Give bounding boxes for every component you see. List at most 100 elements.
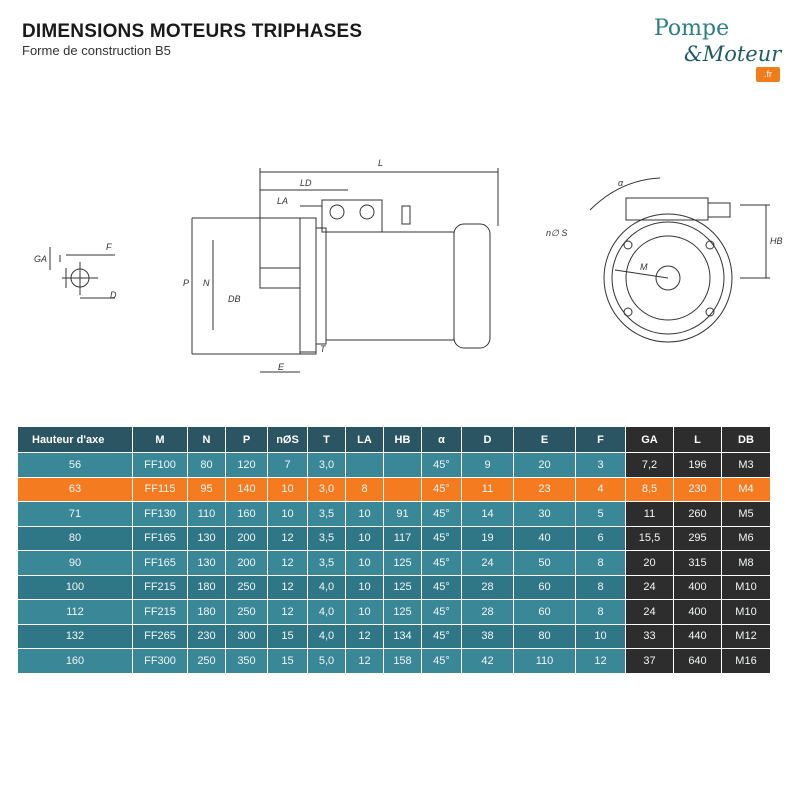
table-cell: 160 (17, 648, 133, 674)
table-cell: 50 (513, 550, 576, 576)
table-cell: 45° (421, 574, 462, 600)
table-cell: 45° (421, 648, 462, 674)
table-cell: 45° (421, 501, 462, 527)
label-E: E (278, 362, 285, 372)
table-cell: 56 (17, 452, 133, 478)
table-cell: 100 (17, 574, 133, 600)
table-cell: 15,5 (625, 525, 674, 551)
table-cell: 20 (625, 550, 674, 576)
table-header-row: Hauteur d'axe M N P nØS T LA HB α D E F … (17, 426, 771, 453)
table-cell: 60 (513, 574, 576, 600)
table-cell: M6 (721, 525, 771, 551)
table-cell: M12 (721, 623, 771, 649)
table-cell: 11 (625, 501, 674, 527)
label-T: T (320, 344, 327, 354)
table-cell (383, 476, 422, 502)
table-cell: 160 (225, 501, 268, 527)
table-cell: 158 (383, 648, 422, 674)
table-cell: 130 (187, 550, 226, 576)
label-F: F (106, 242, 112, 252)
table-cell: 440 (673, 623, 722, 649)
table-cell: 7 (267, 452, 308, 478)
table-cell: 19 (461, 525, 514, 551)
table-cell: 12 (575, 648, 626, 674)
table-cell: 10 (345, 525, 384, 551)
table-cell: 250 (225, 574, 268, 600)
col-header: Hauteur d'axe (17, 426, 133, 453)
motor-dimension-drawing: GA F D L LD LA P N DB E T α n∅ S M HB (34, 158, 783, 373)
table-cell: 250 (187, 648, 226, 674)
table-cell: 24 (625, 599, 674, 625)
col-header: GA (625, 426, 674, 453)
table-cell: 8 (345, 476, 384, 502)
table-cell: 7,2 (625, 452, 674, 478)
shaft-end-detail (49, 247, 115, 299)
table-cell: 180 (187, 574, 226, 600)
table-cell: 10 (267, 476, 308, 502)
label-M: M (640, 262, 648, 272)
table-cell: 45° (421, 623, 462, 649)
table-cell: 24 (461, 550, 514, 576)
label-DB: DB (228, 294, 241, 304)
table-cell: 3,0 (307, 476, 346, 502)
table-cell: 80 (513, 623, 576, 649)
table-cell: 14 (461, 501, 514, 527)
logo-badge: .fr (756, 67, 780, 82)
table-cell: 400 (673, 599, 722, 625)
label-LD: LD (300, 178, 312, 188)
table-cell: 91 (383, 501, 422, 527)
table-cell: 120 (225, 452, 268, 478)
table-cell: 45° (421, 476, 462, 502)
table-cell: 33 (625, 623, 674, 649)
table-cell: 3,0 (307, 452, 346, 478)
table-cell: 8 (575, 550, 626, 576)
table-cell: 295 (673, 525, 722, 551)
label-N: N (203, 278, 210, 288)
table-cell: 20 (513, 452, 576, 478)
table-cell: M10 (721, 574, 771, 600)
table-cell: 4,0 (307, 623, 346, 649)
table-cell: 250 (225, 599, 268, 625)
table-cell: FF165 (132, 550, 188, 576)
col-header: D (461, 426, 514, 453)
table-cell: 11 (461, 476, 514, 502)
table-cell: 112 (17, 599, 133, 625)
table-cell: FF215 (132, 574, 188, 600)
col-header: LA (345, 426, 384, 453)
table-cell: 12 (267, 550, 308, 576)
table-cell: 45° (421, 550, 462, 576)
table-cell: 23 (513, 476, 576, 502)
col-header: T (307, 426, 346, 453)
brand-logo[interactable]: Pompe &Moteur .fr (648, 16, 788, 88)
label-L: L (378, 158, 383, 168)
table-cell: 95 (187, 476, 226, 502)
table-cell: 132 (17, 623, 133, 649)
table-cell: 9 (461, 452, 514, 478)
page-title: DIMENSIONS MOTEURS TRIPHASES (22, 21, 363, 42)
table-cell: 15 (267, 648, 308, 674)
table-cell: 134 (383, 623, 422, 649)
table-cell: 110 (187, 501, 226, 527)
table-cell: 125 (383, 550, 422, 576)
dimensions-table: Hauteur d'axe M N P nØS T LA HB α D E F … (17, 426, 771, 674)
table-cell: 45° (421, 452, 462, 478)
table-cell: 63 (17, 476, 133, 502)
table-cell: M3 (721, 452, 771, 478)
label-HB: HB (770, 236, 783, 246)
table-cell: 37 (625, 648, 674, 674)
table-cell: 3,5 (307, 525, 346, 551)
page-subtitle: Forme de construction B5 (22, 43, 171, 58)
table-cell: FF165 (132, 525, 188, 551)
table-cell: 110 (513, 648, 576, 674)
col-header: DB (721, 426, 771, 453)
logo-line2: &Moteur (684, 42, 782, 66)
table-cell: 5 (575, 501, 626, 527)
table-cell: FF100 (132, 452, 188, 478)
table-cell: 12 (267, 599, 308, 625)
table-cell: 10 (267, 501, 308, 527)
table-cell: 80 (17, 525, 133, 551)
